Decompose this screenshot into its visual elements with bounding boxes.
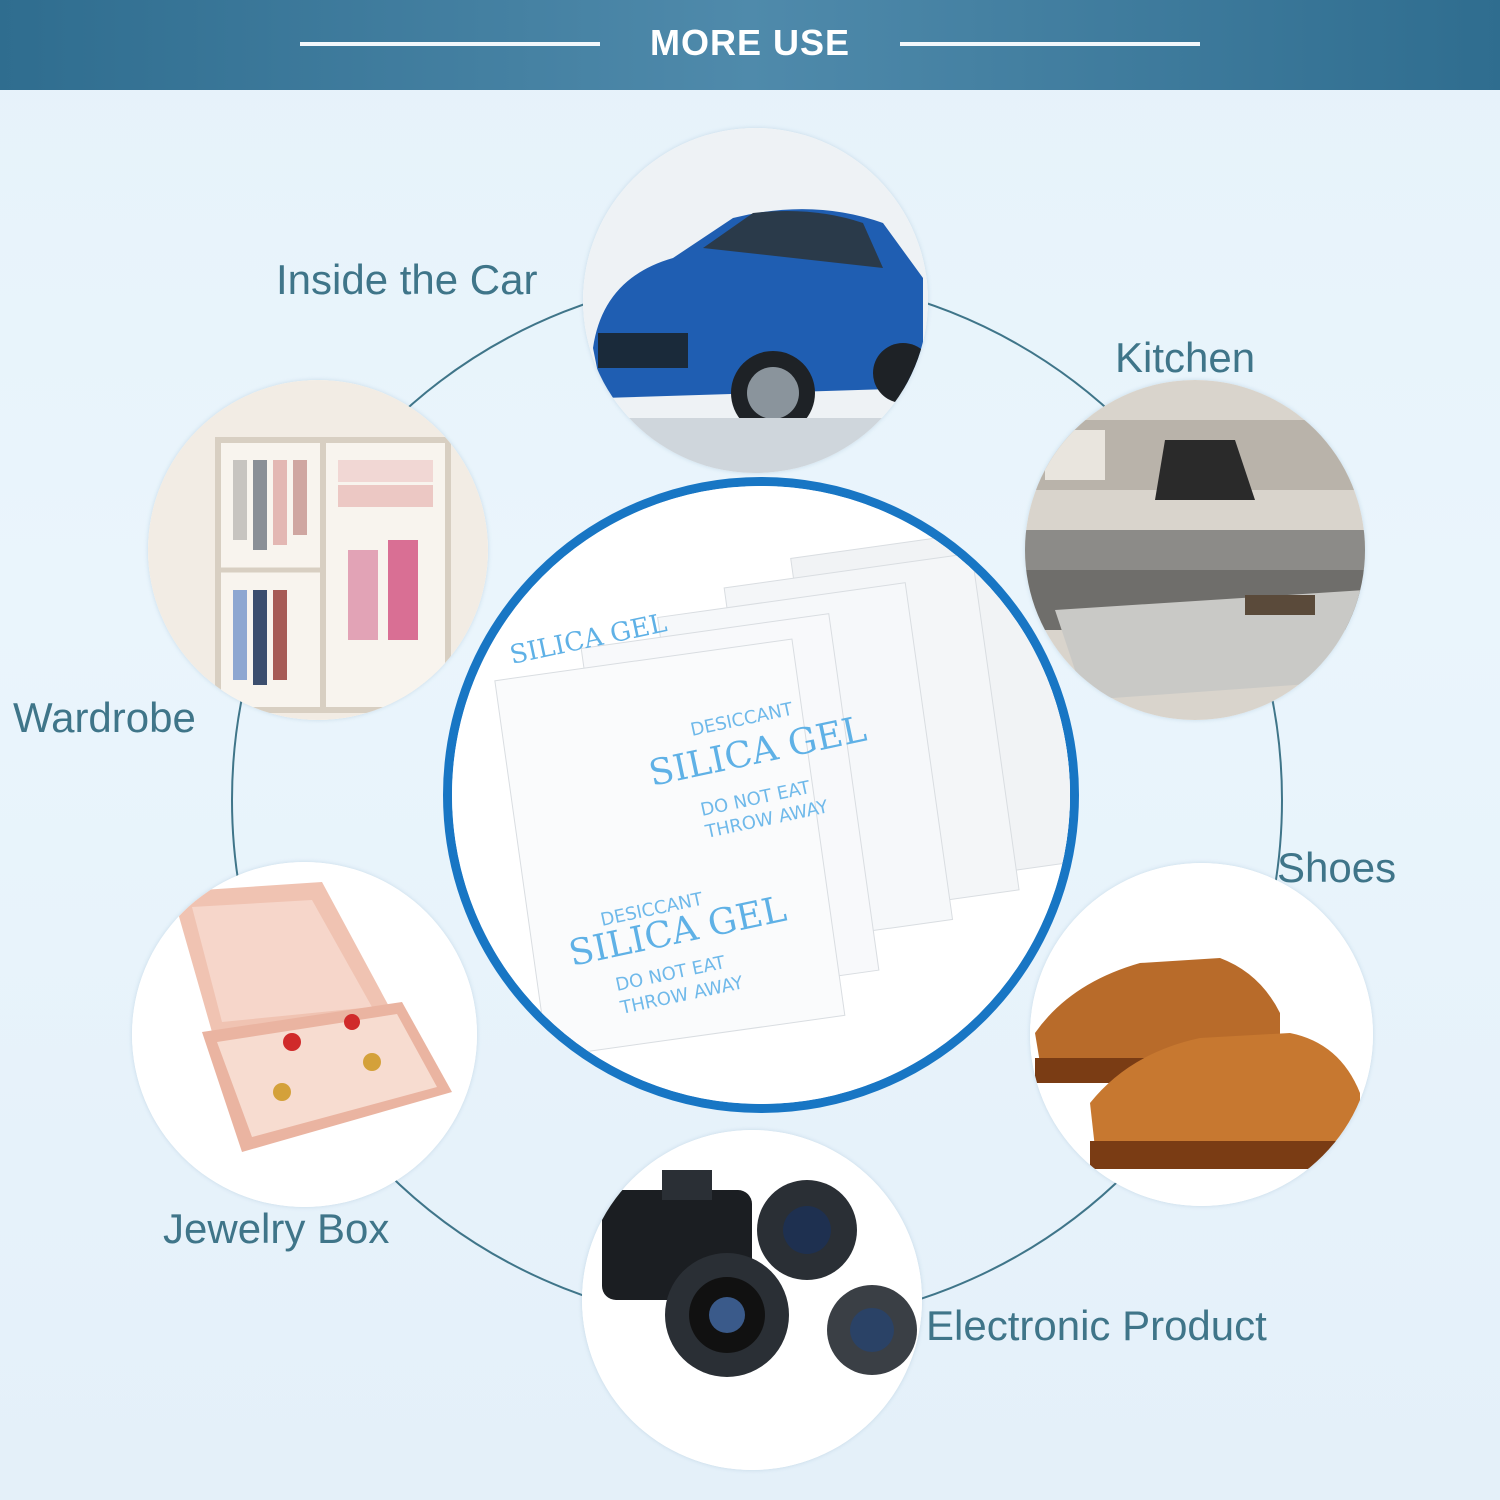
banner-divider-left: [300, 42, 600, 46]
wardrobe-photo: [148, 380, 488, 720]
banner-divider-right: [900, 42, 1200, 46]
banner-title: MORE USE: [649, 22, 851, 63]
center-silica-gel-image: SILICA GEL SILICA GEL SILICA GEL DESICCA…: [443, 477, 1079, 1113]
label-wardrobe: Wardrobe: [13, 694, 196, 741]
label-jewelry-box: Jewelry Box: [163, 1205, 390, 1252]
label-inside-the-car: Inside the Car: [276, 256, 538, 303]
label-shoes: Shoes: [1277, 844, 1397, 891]
label-electronic-product: Electronic Product: [926, 1302, 1267, 1349]
label-kitchen: Kitchen: [1115, 334, 1256, 381]
jewelry-box-photo: [132, 862, 477, 1207]
shoes-photo: [1030, 863, 1373, 1206]
kitchen-photo: [1025, 380, 1365, 720]
car-photo: [583, 128, 928, 473]
electronic-product-photo: [582, 1130, 922, 1470]
header-banner: MORE USE: [0, 0, 1500, 90]
